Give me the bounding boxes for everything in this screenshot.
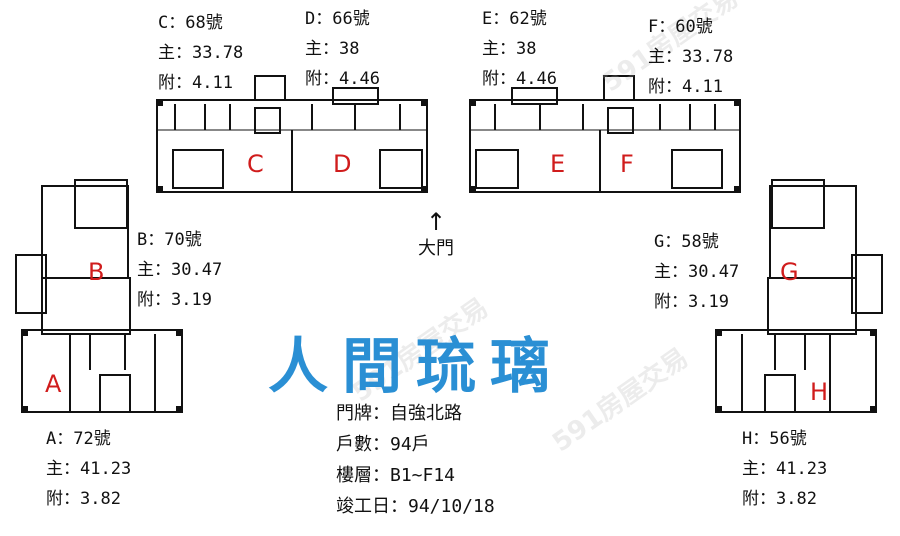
unit-letter-e: E: [550, 150, 566, 178]
unit-letter-g: G: [780, 258, 799, 286]
unit-letter-a: A: [45, 370, 62, 398]
unit-label-g: G：58號 主：30.47 附：3.19: [654, 227, 739, 317]
main-gate: ↑ 大門: [418, 210, 454, 260]
unit-main-area: 主：38: [305, 39, 360, 59]
unit-attached-area: 附：3.19: [654, 292, 729, 312]
unit-main-area: 主：30.47: [137, 260, 223, 280]
unit-letter-f: F: [620, 150, 634, 178]
unit-attached-area: 附：3.82: [46, 489, 121, 509]
unit-main-area: 主：30.47: [654, 262, 740, 282]
unit-attached-area: 附：4.46: [482, 69, 557, 89]
info-households: 戶數：94戶: [336, 434, 430, 455]
unit-number: B：70號: [137, 230, 202, 250]
unit-label-b: B：70號 主：30.47 附：3.19: [137, 225, 222, 315]
unit-main-area: 主：38: [482, 39, 537, 59]
unit-main-area: 主：41.23: [46, 459, 132, 479]
unit-letter-b: B: [88, 258, 105, 286]
building-title: 人間琉璃: [268, 332, 564, 402]
unit-label-a: A：72號 主：41.23 附：3.82: [46, 424, 131, 514]
unit-number: H：56號: [742, 429, 807, 449]
unit-attached-area: 附：4.46: [305, 69, 380, 89]
unit-label-e: E：62號 主：38 附：4.46: [482, 4, 557, 94]
unit-attached-area: 附：3.82: [742, 489, 817, 509]
info-completed: 竣工日：94/10/18: [336, 496, 495, 517]
unit-number: E：62號: [482, 9, 547, 29]
unit-label-h: H：56號 主：41.23 附：3.82: [742, 424, 827, 514]
unit-attached-area: 附：3.19: [137, 290, 212, 310]
unit-letter-h: H: [810, 378, 829, 406]
info-floors: 樓層：B1~F14: [336, 465, 456, 486]
unit-letter-d: D: [333, 150, 352, 178]
unit-label-c: C：68號 主：33.78 附：4.11: [158, 8, 243, 98]
unit-number: A：72號: [46, 429, 111, 449]
unit-number: C：68號: [158, 13, 223, 33]
unit-letter-c: C: [247, 150, 264, 178]
unit-label-d: D：66號 主：38 附：4.46: [305, 4, 380, 94]
unit-main-area: 主：41.23: [742, 459, 828, 479]
building-info: 門牌：自強北路 戶數：94戶 樓層：B1~F14 竣工日：94/10/18: [336, 398, 495, 522]
unit-attached-area: 附：4.11: [158, 73, 233, 93]
unit-label-f: F：60號 主：33.78 附：4.11: [648, 12, 733, 102]
unit-main-area: 主：33.78: [158, 43, 244, 63]
unit-number: G：58號: [654, 232, 719, 252]
unit-number: F：60號: [648, 17, 713, 37]
main-gate-label: 大門: [418, 238, 454, 259]
unit-main-area: 主：33.78: [648, 47, 734, 67]
arrow-up-icon: ↑: [425, 208, 447, 236]
info-address: 門牌：自強北路: [336, 403, 462, 424]
unit-attached-area: 附：4.11: [648, 77, 723, 97]
unit-number: D：66號: [305, 9, 370, 29]
